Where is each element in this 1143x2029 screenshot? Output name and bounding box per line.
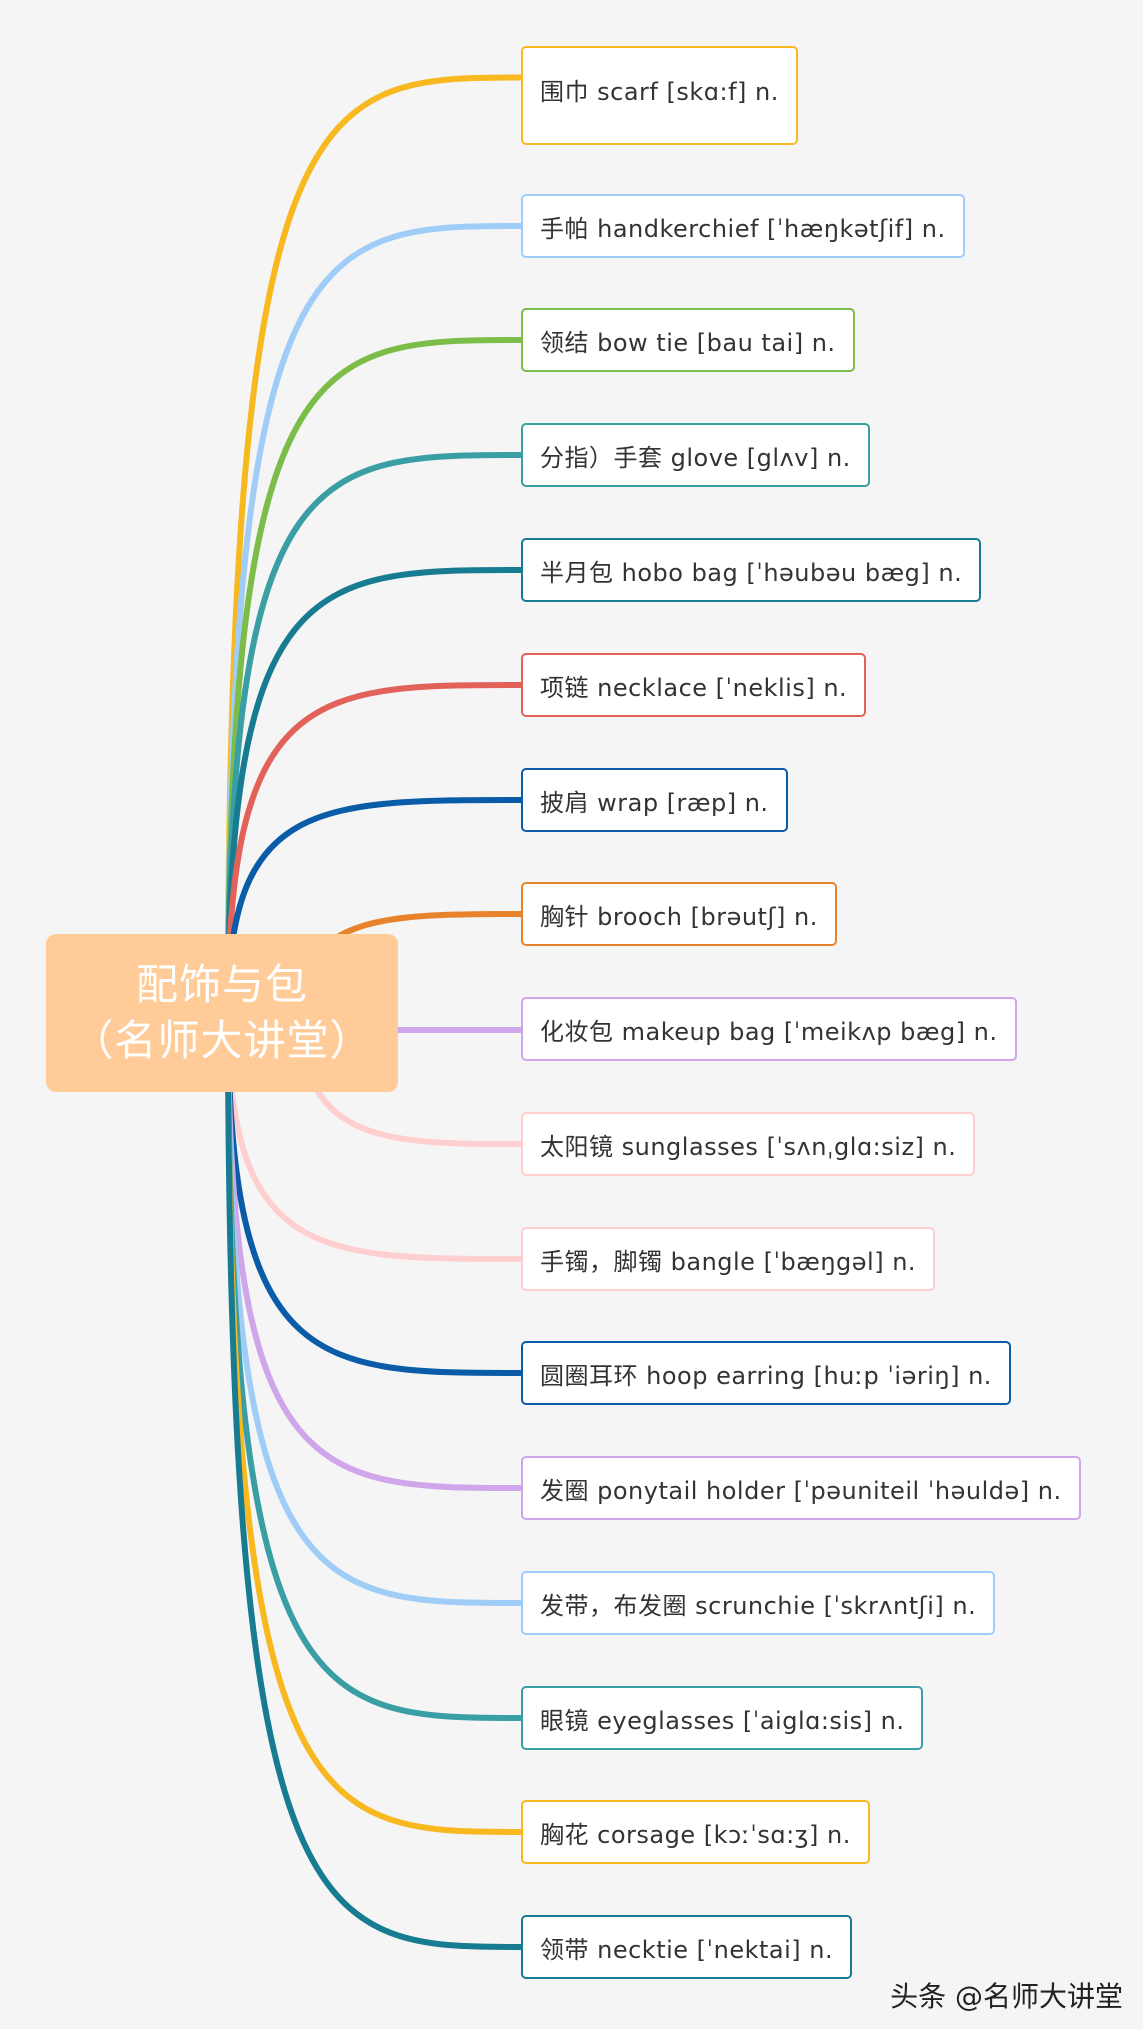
branch-node-label: 发圈 ponytail holder [ˈpəuniteil ˈhəuldə] … (540, 1476, 1062, 1505)
branch-node-label: 眼镜 eyeglasses [ˈaiglɑ:sis] n. (540, 1706, 905, 1735)
branch-node-5[interactable]: 半月包 hobo bag [ˈhəubəu bæg] n. (521, 538, 982, 602)
branch-node-12[interactable]: 圆圈耳环 hoop earring [huːp ˈiəriŋ] n. (521, 1341, 1011, 1405)
branch-node-10[interactable]: 太阳镜 sunglasses [ˈsʌnˌglɑ:siz] n. (521, 1112, 976, 1176)
connector-line-14 (225, 1010, 524, 1606)
branch-node-label: 项链 necklace [ˈneklis] n. (540, 673, 848, 702)
branch-node-9[interactable]: 化妆包 makeup bag [ˈmeikʌp bæg] n. (521, 997, 1017, 1061)
connector-line-11 (225, 1010, 524, 1262)
branch-node-label: 太阳镜 sunglasses [ˈsʌnˌglɑ:siz] n. (540, 1132, 957, 1161)
branch-node-16[interactable]: 胸花 corsage [kɔːˈsɑ:ʒ] n. (521, 1800, 870, 1864)
branch-node-4[interactable]: 分指）手套 glove [glʌv] n. (521, 423, 870, 487)
branch-node-label: 手帕 handkerchief [ˈhæŋkətʃif] n. (540, 214, 946, 243)
branch-node-label: 半月包 hobo bag [ˈhəubəu bæg] n. (540, 558, 963, 587)
connector-line-16 (225, 1010, 524, 1835)
branch-node-label: 领带 necktie [ˈnektai] n. (540, 1935, 834, 1964)
branch-node-3[interactable]: 领结 bow tie [bau tai] n. (521, 308, 855, 372)
branch-node-14[interactable]: 发带，布发圈 scrunchie [ˈskrʌntʃi] n. (521, 1571, 996, 1635)
watermark: 头条 @名师大讲堂 (890, 1980, 1123, 2013)
connector-line-2 (225, 223, 524, 1016)
branch-node-label: 手镯，脚镯 bangle [ˈbæŋgəl] n. (540, 1247, 917, 1276)
connector-line-1 (225, 74, 524, 1016)
branch-node-label: 胸针 brooch [brəutʃ] n. (540, 902, 818, 931)
central-topic-subtitle: （名师大讲堂） (71, 1016, 373, 1065)
branch-node-label: 圆圈耳环 hoop earring [huːp ˈiəriŋ] n. (540, 1361, 992, 1390)
branch-node-label: 胸花 corsage [kɔːˈsɑ:ʒ] n. (540, 1820, 851, 1849)
branch-node-13[interactable]: 发圈 ponytail holder [ˈpəuniteil ˈhəuldə] … (521, 1456, 1081, 1520)
branch-node-2[interactable]: 手帕 handkerchief [ˈhæŋkətʃif] n. (521, 194, 965, 258)
branch-node-8[interactable]: 胸针 brooch [brəutʃ] n. (521, 882, 837, 946)
central-topic[interactable]: 配饰与包 （名师大讲堂） (46, 934, 398, 1092)
connector-line-17 (225, 1010, 524, 1950)
branch-node-label: 发带，布发圈 scrunchie [ˈskrʌntʃi] n. (540, 1591, 977, 1620)
branch-node-label: 分指）手套 glove [glʌv] n. (540, 443, 851, 472)
branch-node-1[interactable]: 围巾 scarf [skɑ:f] n. (521, 46, 798, 145)
branch-node-11[interactable]: 手镯，脚镯 bangle [ˈbæŋgəl] n. (521, 1227, 936, 1291)
branch-node-label: 化妆包 makeup bag [ˈmeikʌp bæg] n. (540, 1017, 998, 1046)
branch-node-label: 围巾 scarf [skɑ:f] n. (540, 78, 779, 106)
branch-node-label: 领结 bow tie [bau tai] n. (540, 328, 836, 357)
central-topic-title: 配饰与包 (135, 960, 308, 1009)
branch-node-17[interactable]: 领带 necktie [ˈnektai] n. (521, 1915, 853, 1979)
connector-line-6 (225, 682, 524, 1016)
branch-node-7[interactable]: 披肩 wrap [ræp] n. (521, 768, 788, 832)
branch-node-15[interactable]: 眼镜 eyeglasses [ˈaiglɑ:sis] n. (521, 1686, 924, 1750)
connector-line-3 (225, 337, 524, 1016)
branch-node-label: 披肩 wrap [ræp] n. (540, 788, 769, 817)
connector-line-4 (225, 452, 524, 1016)
connector-line-5 (225, 567, 524, 1016)
branch-node-6[interactable]: 项链 necklace [ˈneklis] n. (521, 653, 867, 717)
